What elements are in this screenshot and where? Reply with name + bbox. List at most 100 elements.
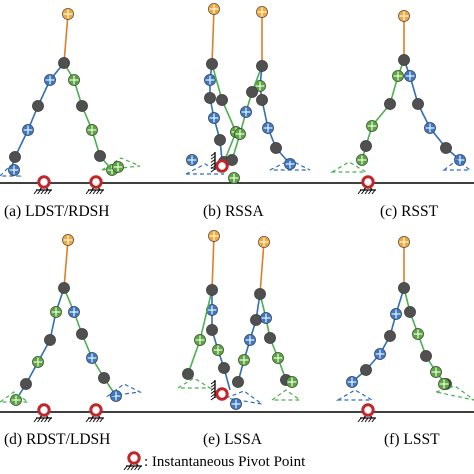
hinge-joint [398, 282, 410, 294]
hinge-joint [44, 334, 56, 346]
pivot-ring [37, 403, 51, 417]
green-mass-joint [356, 154, 368, 166]
wall-hatch [210, 159, 216, 163]
head-mass-joint [398, 236, 410, 248]
caption-panel-f: (f) LSST [384, 431, 440, 448]
head-mass-joint [256, 6, 268, 18]
foot-triangle [442, 159, 472, 171]
pivot-ring [37, 175, 51, 189]
hinge-joint [384, 330, 396, 342]
blue-mass-joint [22, 124, 34, 136]
panel-e [175, 230, 302, 410]
pivot-hatch [89, 417, 93, 423]
blue-mass-joint [346, 376, 358, 388]
pivot-hatch [33, 417, 38, 423]
pivot-hatch [89, 189, 93, 195]
caption-panel-e: (e) LSSA [203, 431, 263, 448]
pivot-hatch [37, 417, 41, 423]
pivot-hatch [357, 189, 362, 195]
pivot-hatch [33, 189, 38, 195]
torso-link [63, 13, 69, 64]
pivot-hatch [134, 465, 138, 471]
pivot-point-icon [123, 451, 142, 471]
panel-c [329, 10, 472, 195]
green-mass-joint [392, 70, 404, 82]
pivot-hatch [130, 465, 135, 471]
wall-hatch [210, 168, 216, 173]
pivot-hatch [85, 417, 90, 423]
hinge-joint [256, 60, 268, 72]
caption-panel-b: (b) RSSA [203, 203, 265, 220]
leg-link [211, 63, 223, 101]
blue-mass-joint [86, 352, 98, 364]
green-mass-joint [234, 128, 246, 140]
caption-panel-d: (d) RDST/LDSH [4, 431, 110, 448]
right-foot-triangle [105, 383, 143, 397]
blue-mass-joint [186, 154, 198, 166]
pivot-hatch [137, 465, 142, 471]
green-mass-joint [286, 376, 298, 388]
panel-d [0, 234, 143, 423]
green-mass-joint [112, 161, 124, 173]
pivot-hatch [47, 189, 52, 195]
hinge-joint [98, 372, 110, 384]
head-mass-joint [258, 236, 270, 248]
foot-triangle [329, 161, 369, 173]
pivot-ring [89, 175, 103, 189]
hinge-joint [226, 154, 238, 166]
leg-link [187, 339, 201, 375]
pivot-hatch [99, 417, 104, 423]
pivot-hatch [364, 417, 369, 423]
blue-mass-joint [206, 304, 218, 316]
foot-triangle [335, 389, 375, 401]
hinge-joint [218, 362, 230, 374]
green-mass-joint [272, 352, 284, 364]
hinge-joint [412, 98, 424, 110]
pivot-hatch [96, 189, 100, 195]
blue-mass-joint [424, 122, 436, 134]
green-mass-joint [194, 334, 206, 346]
green-mass-joint [366, 120, 378, 132]
panel-f [335, 236, 474, 423]
pivot-hatch [96, 417, 100, 423]
pivot-ring [127, 451, 141, 465]
pivot-point-icon [85, 403, 104, 423]
green-mass-joint [238, 354, 250, 366]
hinge-joint [214, 134, 226, 146]
pivot-ring [215, 159, 229, 173]
blue-mass-joint [390, 308, 402, 320]
blue-mass-joint [208, 112, 220, 124]
pivot-hatch [92, 417, 97, 423]
foot-triangle [175, 377, 213, 389]
hinge-joint [20, 378, 32, 390]
pivot-ring [215, 387, 229, 401]
wall-hatch [210, 390, 216, 394]
pivot-hatch [44, 189, 48, 195]
pivot-hatch [368, 417, 372, 423]
pivot-hatch [371, 189, 376, 195]
pivot-hatch [47, 417, 52, 423]
caption-panel-a: (a) LDST/RDSH [4, 203, 109, 220]
pivot-hatch [123, 465, 128, 471]
pivot-hatch [127, 465, 131, 471]
green-mass-joint [32, 356, 44, 368]
hinge-joint [420, 350, 432, 362]
pivot-hatch [364, 189, 369, 195]
pivot-hatch [99, 189, 104, 195]
wall-hatch [210, 383, 216, 388]
pivot-hatch [361, 417, 365, 423]
wall-pivot-icon [210, 152, 229, 173]
blue-mass-joint [204, 74, 216, 86]
pivot-point-icon [357, 175, 376, 195]
blue-mass-joint [374, 348, 386, 360]
pivot-hatch [368, 189, 372, 195]
head-mass-joint [398, 10, 410, 22]
blue-mass-joint [244, 334, 256, 346]
pivot-point-icon [33, 403, 52, 423]
panel-a [0, 8, 141, 195]
blue-mass-joint [404, 70, 416, 82]
wall-hatch [210, 162, 216, 166]
wall-hatch [210, 380, 216, 385]
hinge-joint [404, 306, 416, 318]
